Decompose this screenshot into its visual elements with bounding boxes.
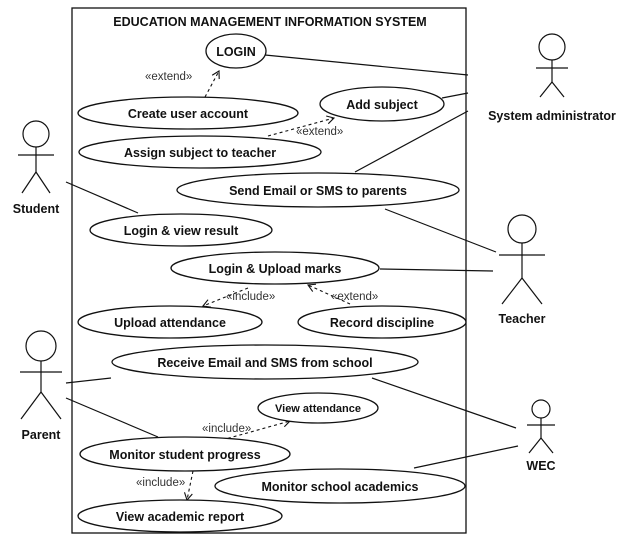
use-case-label: Monitor school academics xyxy=(262,480,419,494)
assoc-student-view-result xyxy=(65,181,139,214)
assoc-admin-login xyxy=(264,54,469,76)
actor-label: Teacher xyxy=(498,312,545,326)
use-case-assign-subject[interactable]: Assign subject to teacher xyxy=(78,135,322,169)
assoc-wec-monitor-academics xyxy=(413,445,519,469)
actor-label: WEC xyxy=(526,459,555,473)
actor-label: System administrator xyxy=(488,109,616,123)
include-label-2: «include» xyxy=(202,423,251,435)
use-case-monitor-academics[interactable]: Monitor school academics xyxy=(214,468,466,504)
dependency-arrows xyxy=(183,70,351,502)
association-lines xyxy=(65,54,519,469)
stick-figure-icon xyxy=(536,33,568,98)
use-case-label: Upload attendance xyxy=(114,316,226,330)
include-arrow-progress-to-report xyxy=(183,470,194,502)
use-case-label: View attendance xyxy=(275,403,361,415)
extend-arrow-discipline-to-marks xyxy=(306,283,351,305)
extend-arrow-create-to-login xyxy=(204,70,220,98)
use-case-label: Record discipline xyxy=(330,316,434,330)
assoc-teacher-upload-marks xyxy=(379,268,494,272)
use-case-add-subject[interactable]: Add subject xyxy=(319,86,445,122)
use-case-view-attendance[interactable]: View attendance xyxy=(257,392,379,424)
use-case-monitor-progress[interactable]: Monitor student progress xyxy=(79,436,291,472)
use-case-label: Login & Upload marks xyxy=(209,262,342,276)
stick-figure-icon xyxy=(18,120,54,194)
use-case-record-discipline[interactable]: Record discipline xyxy=(297,305,467,339)
use-case-label: Login & view result xyxy=(124,224,239,238)
use-case-send-email[interactable]: Send Email or SMS to parents xyxy=(176,172,460,208)
use-case-label: View academic report xyxy=(116,510,245,524)
actor-label: Parent xyxy=(22,428,62,442)
use-case-label: Send Email or SMS to parents xyxy=(229,184,407,198)
assoc-admin-add-subject xyxy=(441,92,469,99)
use-case-upload-attendance[interactable]: Upload attendance xyxy=(77,305,263,339)
system-title: EDUCATION MANAGEMENT INFORMATION SYSTEM xyxy=(113,15,426,29)
actor-label: Student xyxy=(13,202,60,216)
use-case-label: Assign subject to teacher xyxy=(124,146,276,160)
actor-parent[interactable]: Parent xyxy=(20,330,62,442)
use-case-label: LOGIN xyxy=(216,45,256,59)
use-case-label: Create user account xyxy=(128,107,249,121)
use-case-login-upload-marks[interactable]: Login & Upload marks xyxy=(170,251,380,285)
assoc-parent-monitor-progress xyxy=(65,397,159,438)
extend-label-2: «extend» xyxy=(296,126,343,138)
use-case-label: Monitor student progress xyxy=(109,448,260,462)
extend-label-1: «extend» xyxy=(145,71,192,83)
use-case-login[interactable]: LOGIN xyxy=(205,33,267,69)
use-case-login-view-result[interactable]: Login & view result xyxy=(89,213,273,247)
use-case-label: Receive Email and SMS from school xyxy=(157,356,372,370)
use-case-label: Add subject xyxy=(346,98,418,112)
include-label-3: «include» xyxy=(136,477,185,489)
include-label-1: «include» xyxy=(226,291,275,303)
actor-system-administrator[interactable]: System administrator xyxy=(488,33,616,123)
use-case-receive-email[interactable]: Receive Email and SMS from school xyxy=(111,344,419,380)
use-case-create-account[interactable]: Create user account xyxy=(77,96,299,130)
actor-student[interactable]: Student xyxy=(13,120,60,216)
stick-figure-icon xyxy=(499,214,545,305)
assoc-teacher-send-email xyxy=(384,208,497,253)
assoc-admin-send-email xyxy=(354,110,469,173)
actor-wec[interactable]: WEC xyxy=(526,399,556,473)
actor-teacher[interactable]: Teacher xyxy=(498,214,546,326)
stick-figure-icon xyxy=(20,330,62,420)
use-case-view-report[interactable]: View academic report xyxy=(77,499,283,533)
assoc-parent-receive-email xyxy=(65,377,112,384)
extend-label-3: «extend» xyxy=(331,291,378,303)
stick-figure-icon xyxy=(527,399,555,454)
include-arrow-upload-marks-to-attendance xyxy=(201,287,249,308)
assoc-wec-receive-email xyxy=(371,377,517,429)
